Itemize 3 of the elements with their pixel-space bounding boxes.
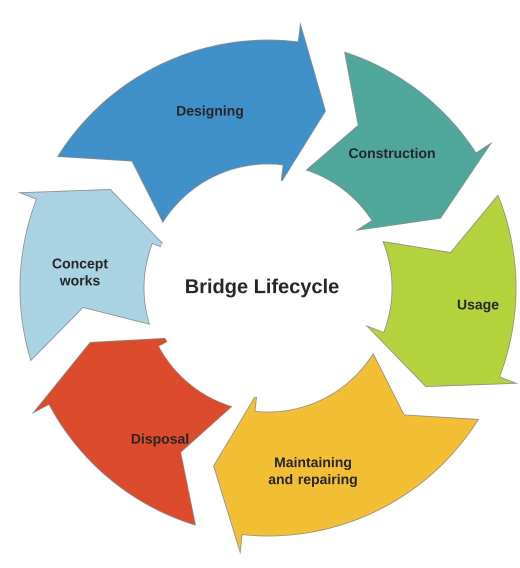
- arrow-segment: Construction: [306, 52, 493, 231]
- node-label: Bridge Lifecycle: [186, 278, 339, 298]
- arrow-segment: Disposal: [32, 337, 233, 526]
